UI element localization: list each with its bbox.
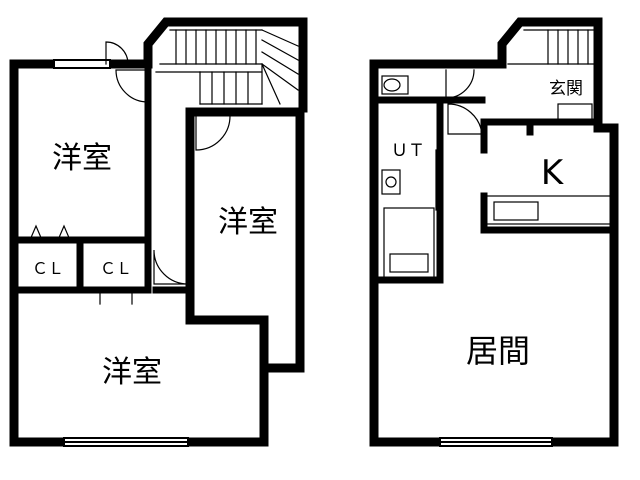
windows — [53, 59, 189, 447]
staircase — [507, 29, 595, 65]
doors — [29, 41, 231, 305]
lower-floor-plan — [369, 17, 619, 447]
living-room-label: 居間 — [466, 332, 530, 370]
upper-floor-plan — [9, 17, 308, 447]
toilet-icon — [381, 75, 409, 95]
room-south-label: 洋室 — [102, 355, 162, 390]
kitchen-label: K — [541, 153, 565, 193]
doors — [445, 69, 593, 135]
inner-walls — [10, 60, 194, 294]
outer-walls — [9, 17, 308, 447]
staircase — [155, 29, 299, 105]
washbasin-icon — [381, 169, 401, 195]
closet-right-label: ＣＬ — [100, 259, 132, 278]
windows — [439, 437, 553, 447]
kitchen-counter — [483, 195, 615, 225]
fixtures — [381, 75, 615, 279]
closet-left-label: ＣＬ — [32, 259, 64, 278]
room-labels: 洋室 洋室 洋室 ＣＬ ＣＬ 玄関 ＵＴ K 居間 — [32, 79, 583, 390]
bathtub-icon — [383, 207, 435, 279]
room-east-label: 洋室 — [218, 205, 278, 240]
room-west-label: 洋室 — [52, 141, 112, 176]
inner-walls — [370, 96, 618, 284]
entrance-label: 玄関 — [549, 79, 583, 99]
unit-bath-label: ＵＴ — [391, 141, 425, 161]
outer-walls — [369, 17, 619, 447]
